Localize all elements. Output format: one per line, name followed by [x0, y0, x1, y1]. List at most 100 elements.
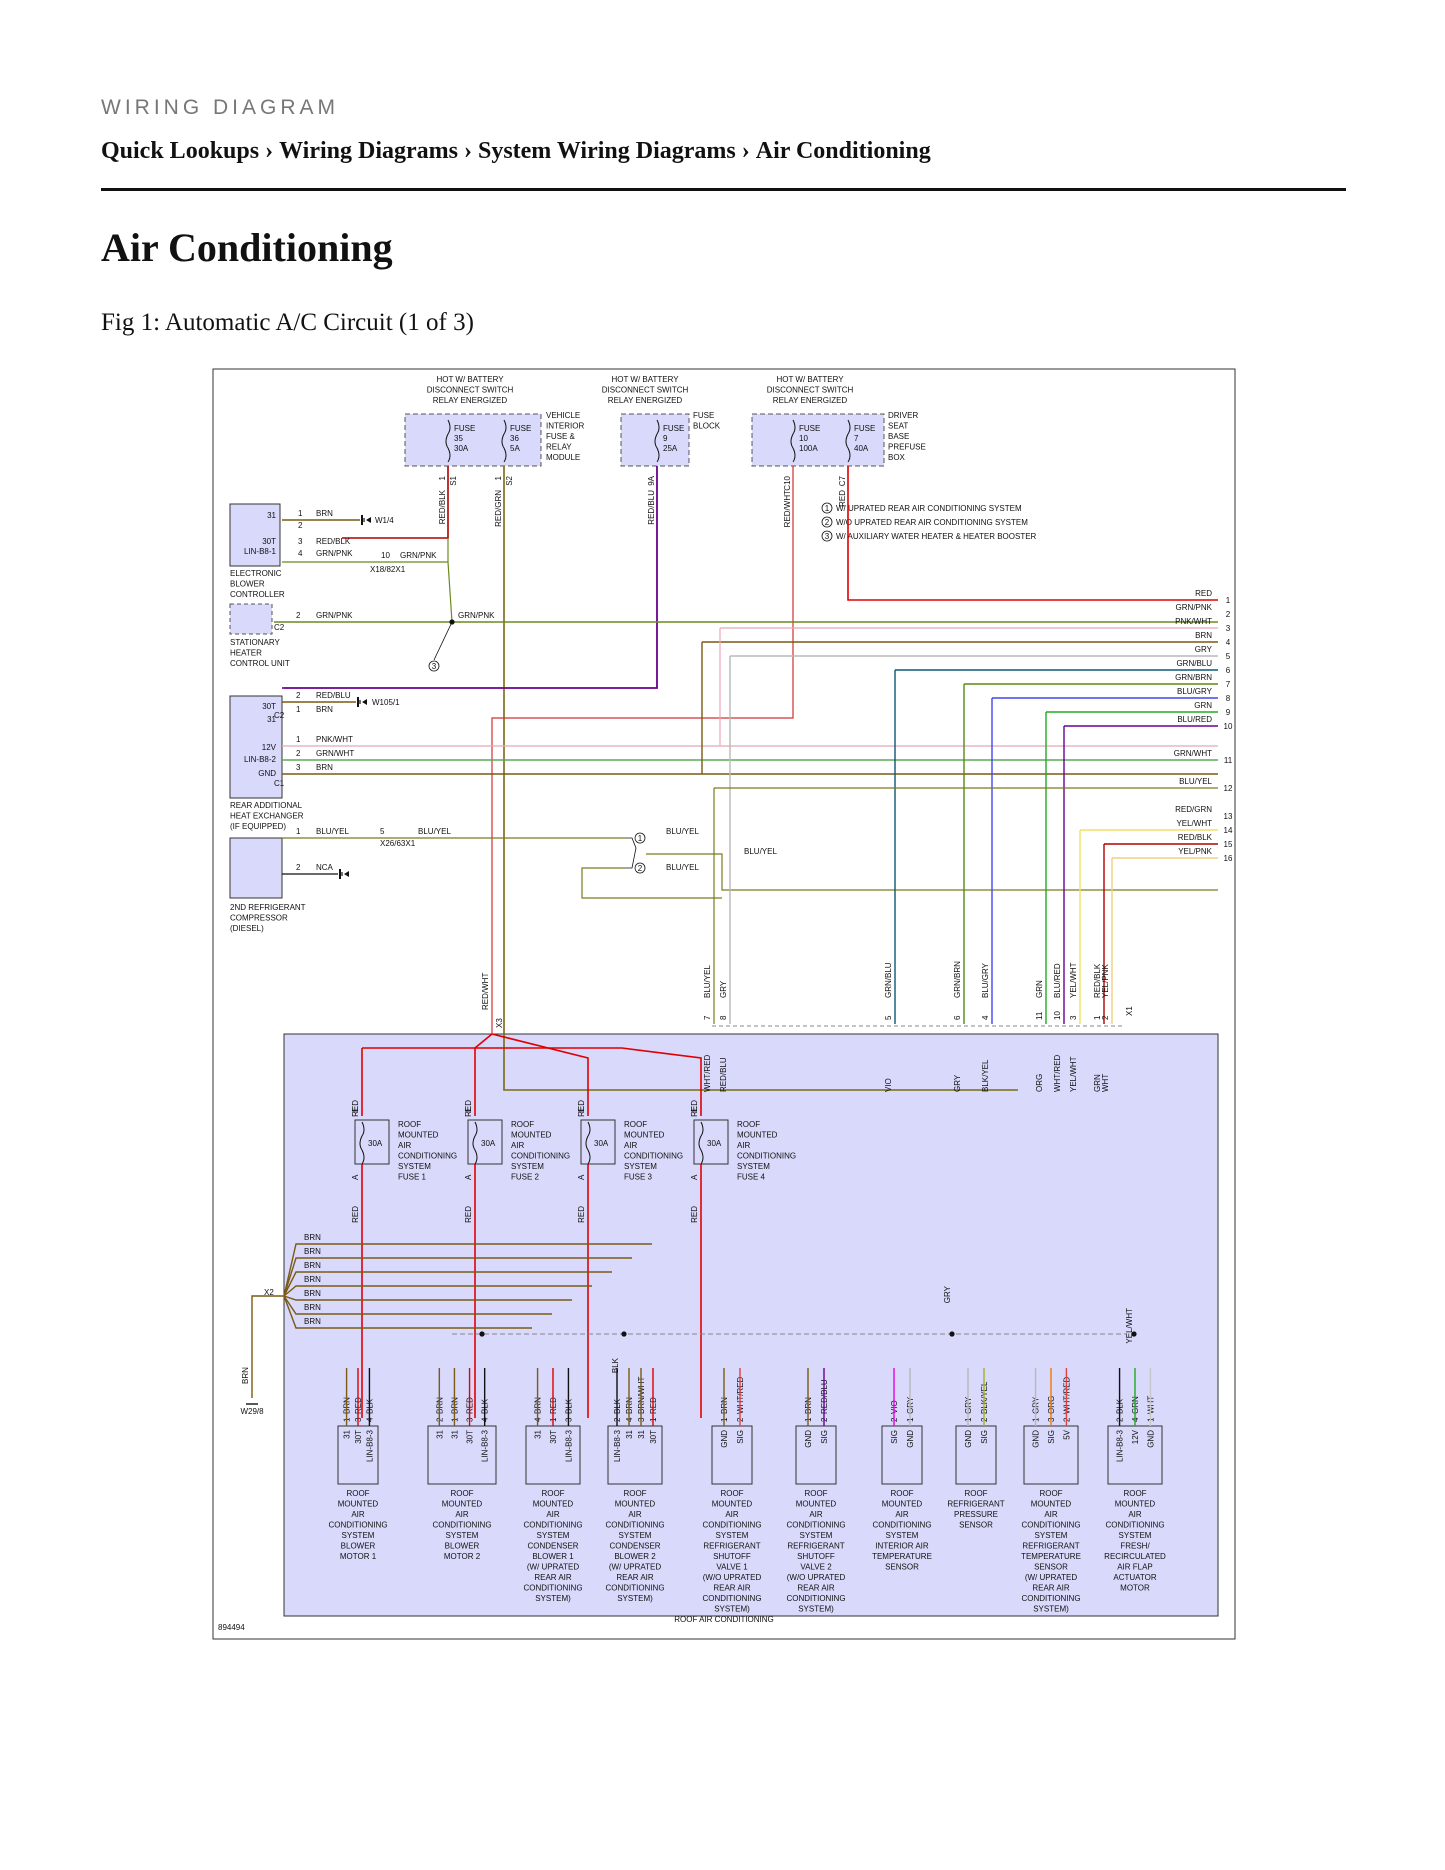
component-label: REAR AIR: [534, 1573, 572, 1582]
pin-number: 1: [296, 827, 301, 836]
fuse-label: MOUNTED: [398, 1131, 439, 1140]
fuse-name: FUSE: [854, 424, 875, 433]
component-label: MOUNTED: [712, 1500, 753, 1509]
wire-color-label: ORG: [1035, 1074, 1044, 1092]
breadcrumb-item[interactable]: Quick Lookups: [101, 138, 260, 164]
wire-color-label: BRN: [304, 1247, 321, 1256]
breadcrumb-item[interactable]: Wiring Diagrams: [279, 138, 458, 164]
wire-color-label: BLU/RED: [1053, 963, 1062, 998]
breadcrumb: Quick Lookups›Wiring Diagrams›System Wir…: [101, 138, 931, 165]
hot-label: DISCONNECT SWITCH: [602, 386, 689, 395]
header-divider: [101, 188, 1346, 191]
component-label: MOTOR: [1120, 1584, 1150, 1593]
note-marker-number: 3: [825, 532, 830, 541]
pin-number: E: [690, 1107, 699, 1112]
component-label: ELECTRONIC: [230, 569, 282, 578]
fuse-rating: 30A: [454, 444, 469, 453]
fuse-block: [751, 413, 885, 467]
wire-color-label: GRN: [1093, 1074, 1102, 1092]
wire-color-label: NCA: [316, 863, 334, 872]
component-label: ACTUATOR: [1113, 1573, 1156, 1582]
pin-name: SIG: [1047, 1430, 1056, 1444]
splice-dot: [949, 1331, 955, 1337]
figure-caption: Fig 1: Automatic A/C Circuit (1 of 3): [101, 309, 474, 336]
hot-label: DISCONNECT SWITCH: [767, 386, 854, 395]
fuse-number: 7: [854, 434, 859, 443]
ground-id: W29/8: [240, 1407, 264, 1416]
pin-number: 2: [298, 521, 303, 530]
bus-pin-number: 16: [1224, 854, 1233, 863]
component-label: SYSTEM): [798, 1605, 834, 1614]
wire-option: [433, 621, 453, 661]
pin-name: LIN-B8-3: [1116, 1429, 1125, 1462]
fuse-symbol: [501, 419, 507, 463]
breadcrumb-separator: ›: [265, 138, 274, 164]
wire-color-label: YEL/PNK: [1101, 964, 1110, 998]
fuse-block-label: PREFUSE: [888, 443, 926, 452]
roof-component: [795, 1425, 837, 1485]
roof-module-shaded-area: [283, 1033, 1219, 1617]
fuse-label: ROOF: [737, 1120, 760, 1129]
connector-id: C2: [274, 623, 285, 632]
fuse-label: ROOF: [398, 1120, 421, 1129]
hot-label: HOT W/ BATTERY: [436, 375, 504, 384]
pin-name: 30T: [354, 1430, 363, 1444]
fuse-symbol: [359, 1121, 365, 1165]
bus-wire-label: BRN: [1195, 631, 1212, 640]
bus-pin-number: 9: [1226, 708, 1231, 717]
wire-color-label: BLU/YEL: [666, 863, 699, 872]
fuse-block-label: SEAT: [888, 422, 908, 431]
component-label: REFRIGERANT: [787, 1542, 844, 1551]
wire-color-label: WHT/RED: [703, 1054, 712, 1092]
wire-color-label: BLU/YEL: [744, 847, 777, 856]
wire-color-label: YEL/WHT: [1069, 962, 1078, 998]
bus-wire-label: RED/BLK: [1178, 833, 1213, 842]
rear-additional-heat-exchanger: [229, 695, 283, 799]
wire-red-wht: [491, 466, 794, 1034]
connector-id: X3: [495, 1018, 504, 1028]
pin-name: 31: [267, 715, 276, 724]
bus-pin-number: 12: [1224, 784, 1233, 793]
pin-number: 11: [1035, 1011, 1044, 1020]
fuse-label: SYSTEM: [737, 1162, 770, 1171]
connector-id: S2: [505, 475, 514, 485]
roof-fuse-box: [467, 1119, 503, 1165]
pin-number: E: [464, 1107, 473, 1112]
component-label: SYSTEM: [716, 1531, 749, 1540]
fuse-label: SYSTEM: [624, 1162, 657, 1171]
bus-pin-number: 8: [1226, 694, 1231, 703]
pin-name: 31: [343, 1429, 352, 1438]
breadcrumb-item[interactable]: Air Conditioning: [755, 138, 931, 164]
wire-color-label: BLK: [611, 1357, 620, 1373]
note-marker-number: 1: [825, 504, 830, 513]
pin-name: 30T: [262, 702, 276, 711]
pin-number: 3: [296, 763, 301, 772]
bus-pin-number: 4: [1226, 638, 1231, 647]
wire-color-label: RED: [577, 1100, 586, 1117]
wire-color-label: GRN: [1035, 980, 1044, 998]
wire-color-label: RED/BLU: [719, 1057, 728, 1092]
note-marker: [634, 832, 646, 844]
component-label: SYSTEM): [535, 1594, 571, 1603]
fuse-block-label: BOX: [888, 453, 906, 462]
pin-name: 31: [435, 1429, 444, 1438]
component-label: SYSTEM: [1035, 1531, 1068, 1540]
pin-name: 30T: [466, 1430, 475, 1444]
pin-number: 6: [953, 1015, 962, 1020]
wire-color-label: RED/BLU: [316, 691, 351, 700]
pin-number: 2: [1101, 1015, 1110, 1020]
breadcrumb-item[interactable]: System Wiring Diagrams: [477, 138, 736, 164]
wire-brn: [283, 1295, 552, 1315]
wire-color-label: RED: [351, 1206, 360, 1223]
roof-component: [337, 1425, 379, 1485]
fuse-label: SYSTEM: [511, 1162, 544, 1171]
wire-color-label: BLU/YEL: [316, 827, 349, 836]
ground-arrow: [362, 699, 367, 705]
component-label: TEMPERATURE: [872, 1552, 932, 1561]
pin-name: 31: [267, 511, 276, 520]
wire-color-label: BRN: [304, 1233, 321, 1242]
wire-color-label: RED: [577, 1206, 586, 1223]
fuse-rating: 5A: [510, 444, 520, 453]
component-label: CONDITIONING: [702, 1594, 761, 1603]
bus-pin-number: 11: [1224, 756, 1233, 765]
